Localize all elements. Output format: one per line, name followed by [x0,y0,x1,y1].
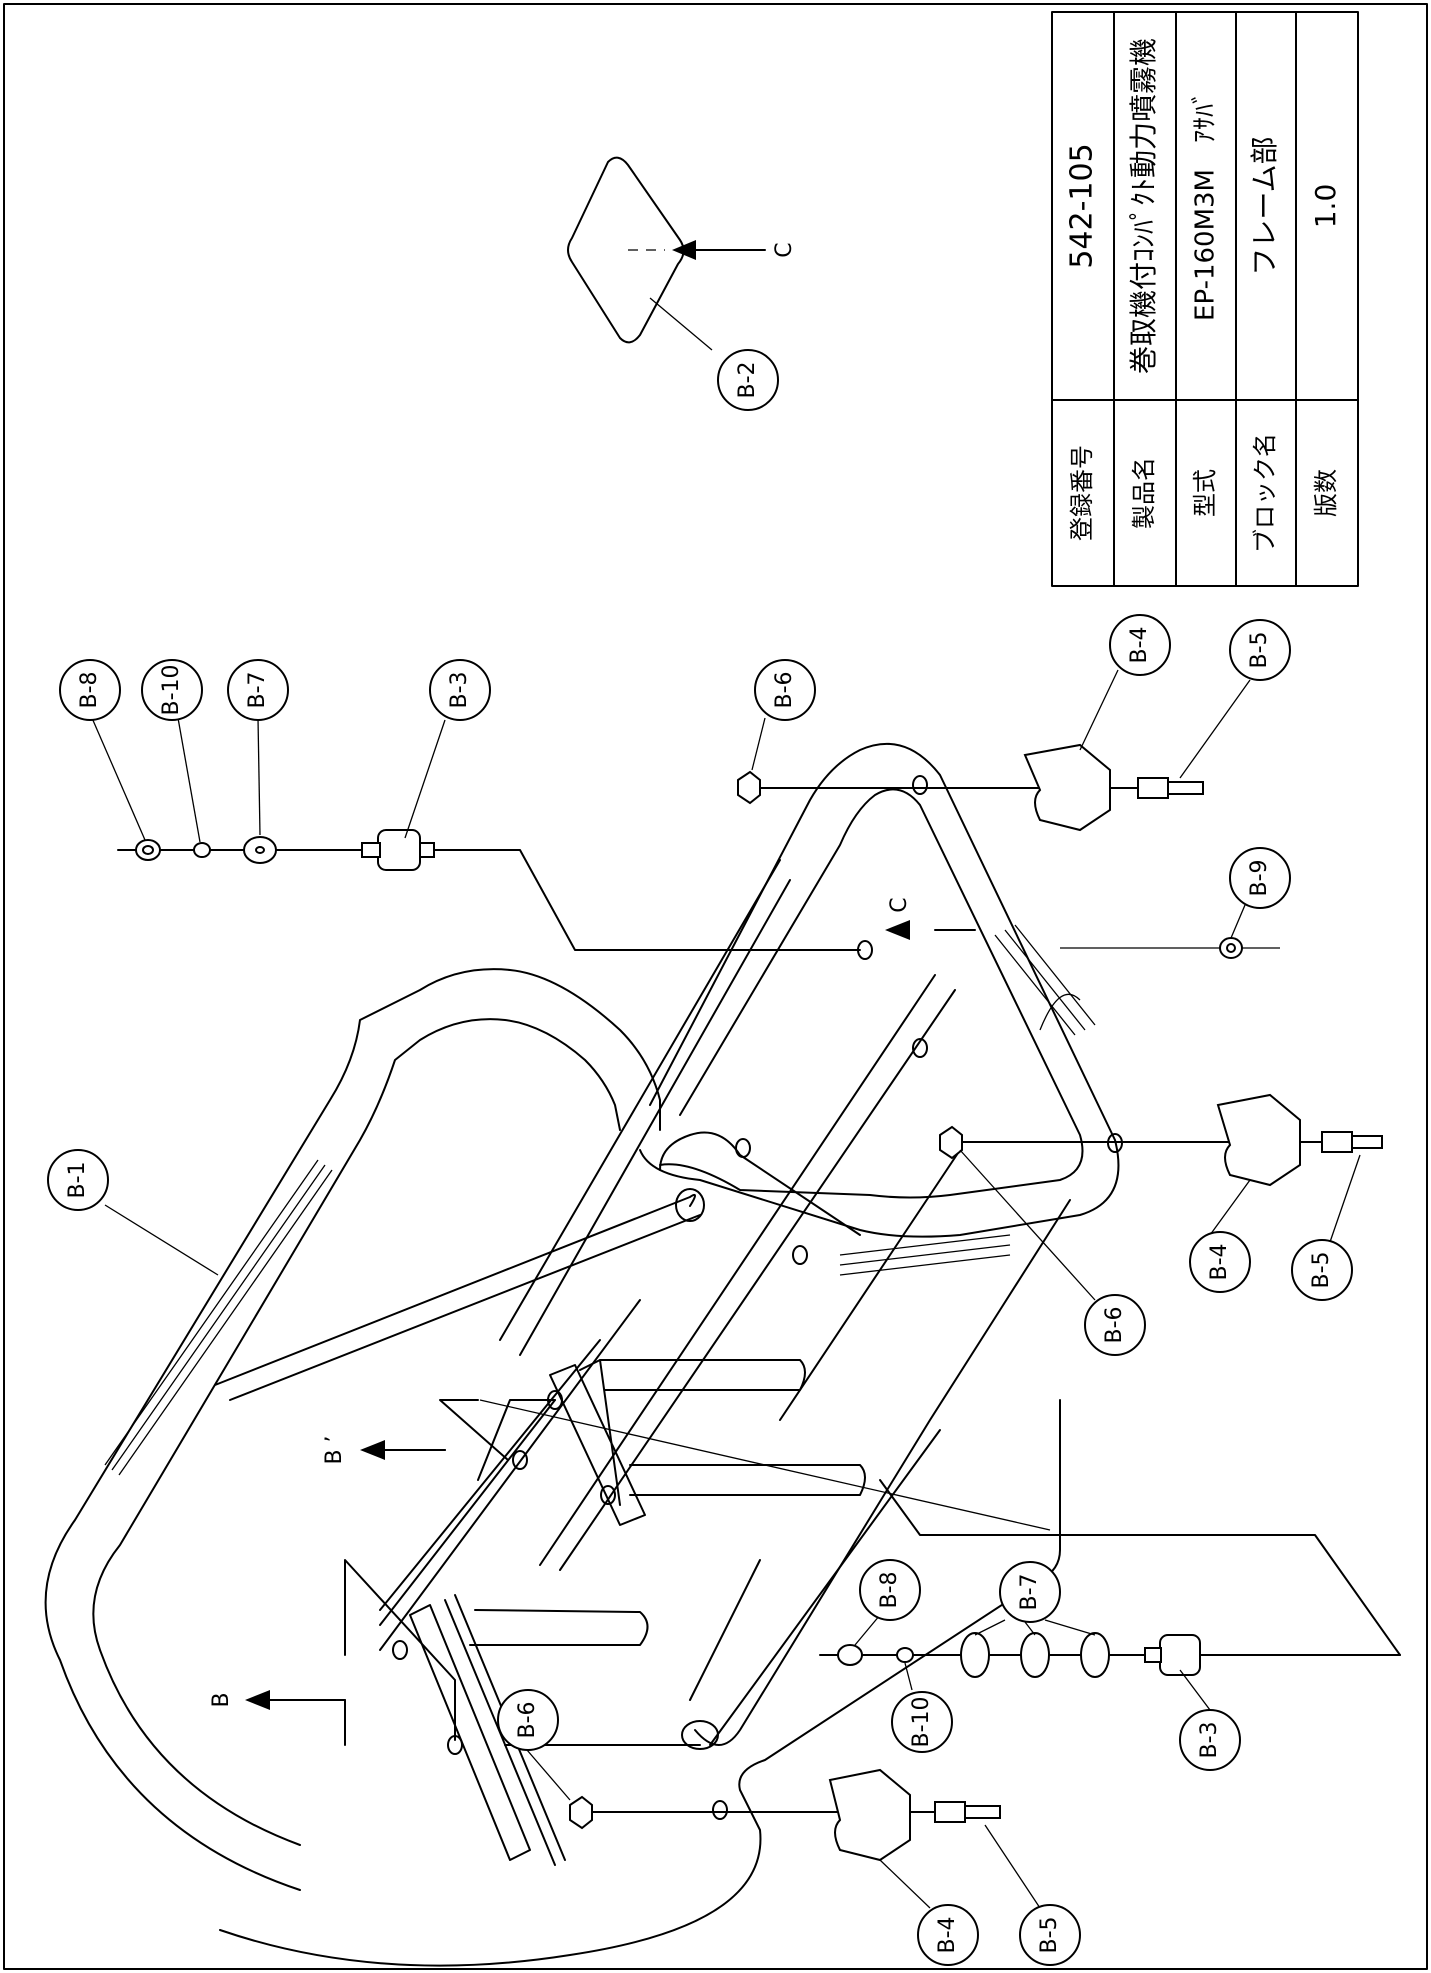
callout-b6-middle: B-6 [1102,1306,1127,1343]
callout-b3-upper: B-3 [447,671,472,708]
callout-balloons: B-1 B-2 B-3 B-3 B-4 B-4 B-4 B-5 B-5 [47,349,1361,1966]
label-product-name: 製品名 [1130,457,1158,529]
view-label-c-frame: C [887,897,912,912]
view-marker-b-prime: B ’ [322,1435,446,1465]
drawing-border [3,3,1428,1970]
hardware-feet-b4-b5 [719,743,1383,1862]
view-marker-b: B [209,1690,301,1710]
value-revision: 1.0 [1309,184,1342,229]
label-registration-number: 登録番号 [1068,445,1096,541]
value-block-name: フレーム部 [1248,136,1281,275]
callout-b3-lower: B-3 [1197,1721,1222,1758]
view-marker-c-detail: C [772,242,797,257]
callout-b8-upper: B-8 [77,671,102,708]
callout-b4-right: B-4 [1127,626,1152,663]
frame-b1-drawing [44,742,1401,1967]
hardware-b9-nut [1219,937,1243,959]
callout-b10-upper: B-10 [159,664,184,715]
hardware-upper-stack [117,829,435,871]
view-label-b-prime: B ’ [322,1435,347,1464]
value-registration-number: 542-105 [1065,143,1100,268]
callout-b6-right: B-6 [772,671,797,708]
callout-b9: B-9 [1247,859,1272,896]
label-block-name: ブロック名 [1251,433,1279,553]
view-label-c-detail: C [772,242,797,257]
hardware-lower-stack [819,1632,1401,1678]
view-label-b: B [209,1692,234,1707]
label-revision: 版数 [1312,469,1340,517]
callout-b5-left: B-5 [1037,1916,1062,1953]
callout-b1: B-1 [65,1161,90,1198]
callout-b7-lower: B-7 [1017,1573,1042,1610]
value-model: EP-160M3M ｱｻﾊﾞ [1191,91,1221,321]
callout-b10-lower: B-10 [909,1696,934,1747]
callout-b5-middle: B-5 [1309,1251,1334,1288]
callout-b8-lower: B-8 [877,1571,902,1608]
value-product-name: 巻取機付ｺﾝﾊﾟｸﾄ動力噴霧機 [1127,38,1160,374]
callout-b7-upper: B-7 [245,671,270,708]
view-marker-c-frame: C [887,897,912,912]
callout-b5-right: B-5 [1247,631,1272,668]
hardware-b6-bolts [569,770,1116,1830]
callout-b2: B-2 [735,361,760,398]
label-model: 型式 [1191,469,1219,517]
callout-b6-left: B-6 [515,1701,540,1738]
title-block: 登録番号 製品名 型式 ブロック名 版数 542-105 巻取機付ｺﾝﾊﾟｸﾄ動… [1051,11,1359,587]
callout-b4-middle: B-4 [1207,1243,1232,1280]
plate-b2-drawing [567,156,766,351]
callout-b4-left: B-4 [935,1916,960,1953]
